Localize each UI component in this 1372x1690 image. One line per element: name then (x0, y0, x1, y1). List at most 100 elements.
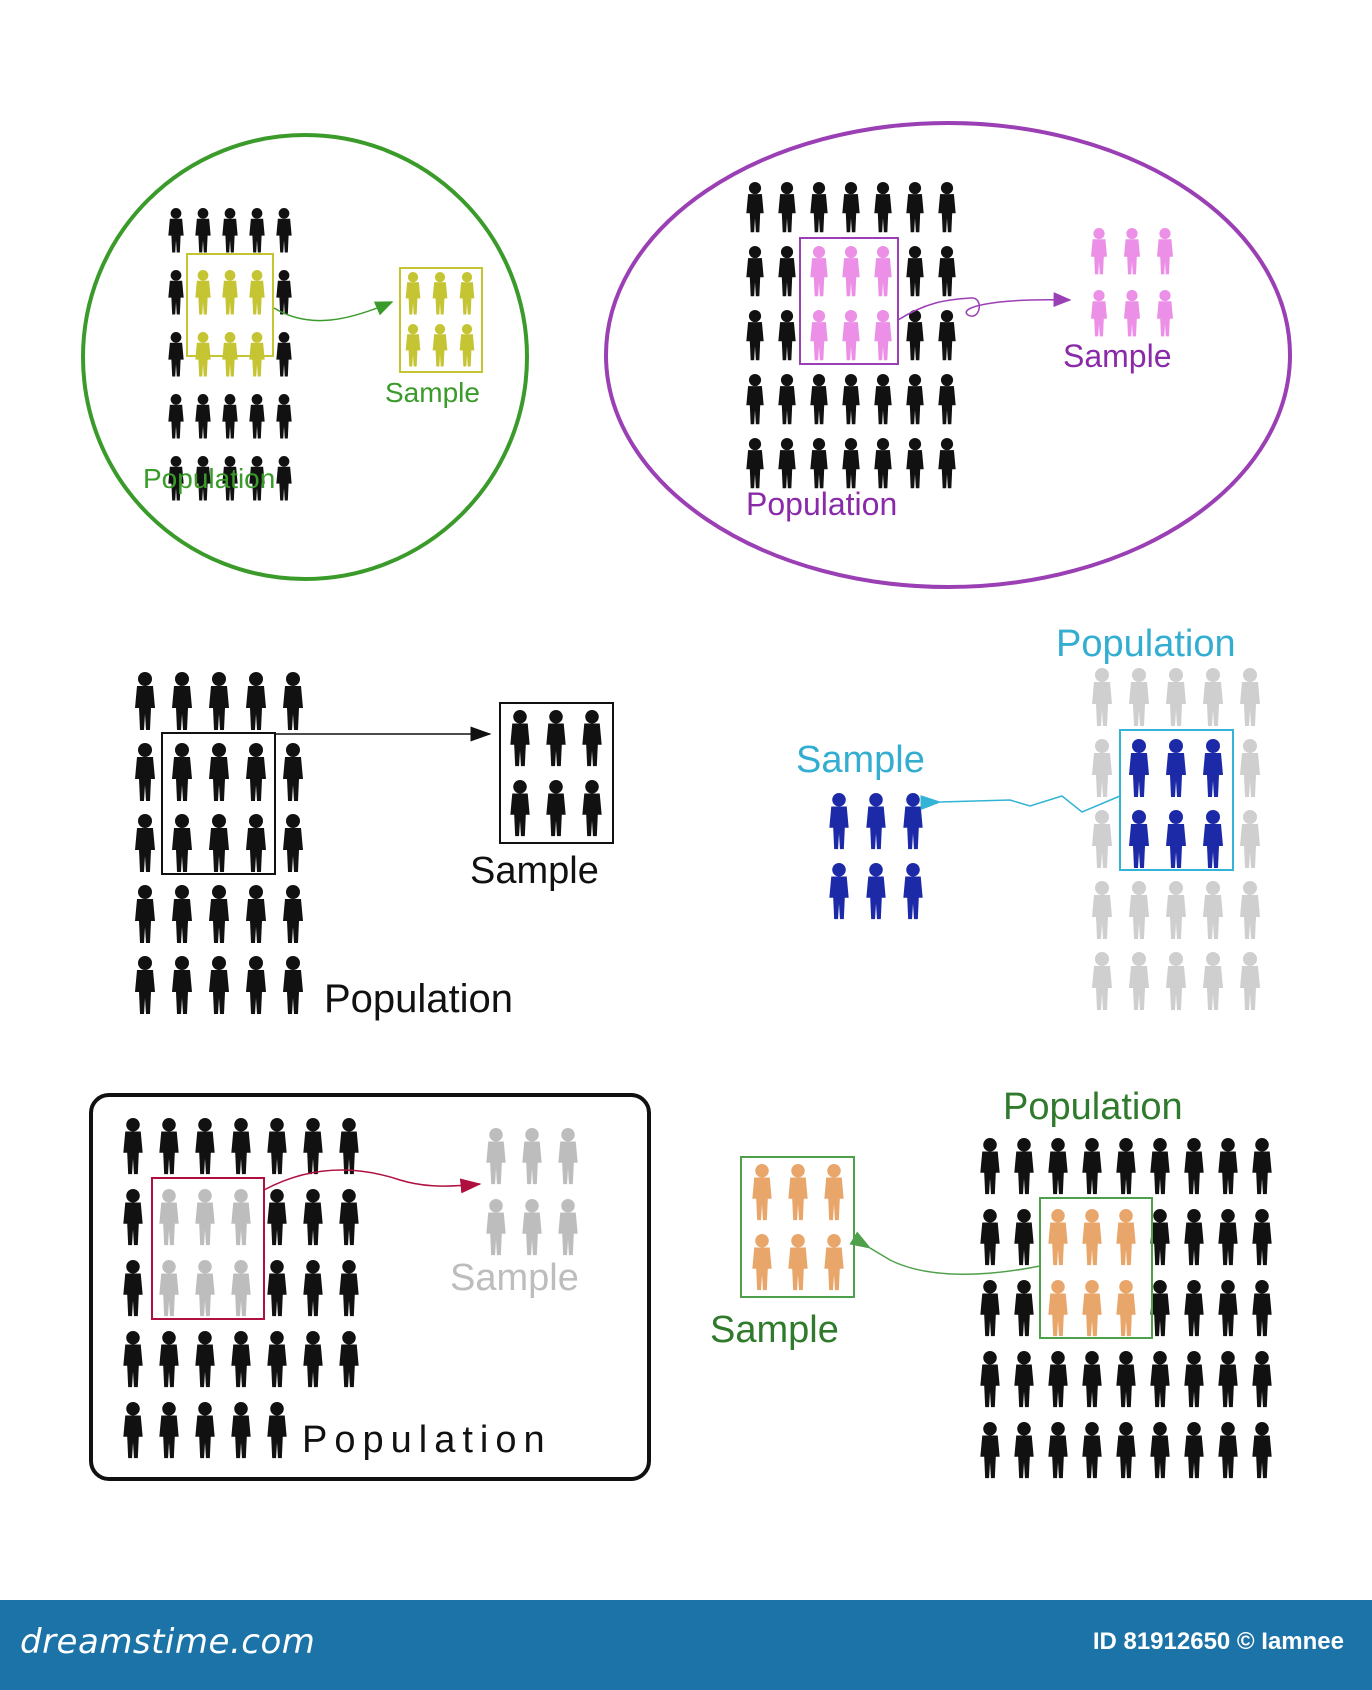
person-icon (906, 182, 924, 233)
person-icon (159, 1331, 179, 1388)
person-icon (522, 1199, 542, 1256)
sample-label: Sample (450, 1257, 579, 1299)
person-icon (1048, 1209, 1068, 1266)
selection-box (799, 237, 899, 365)
person-icon (459, 324, 475, 367)
person-icon (788, 1164, 808, 1221)
person-icon (246, 956, 266, 1014)
sample-label: Sample (385, 377, 480, 408)
person-icon (249, 270, 265, 315)
person-icon (938, 182, 956, 233)
person-icon (746, 310, 764, 361)
person-icon (938, 246, 956, 297)
person-icon (339, 1189, 359, 1246)
population-label: Population (302, 1419, 552, 1461)
person-icon (168, 456, 184, 501)
person-icon (1124, 290, 1140, 337)
population-sample-diagram: Sample Population Sample Population Samp… (81, 121, 1292, 1481)
person-icon (267, 1118, 287, 1175)
person-icon (195, 270, 211, 315)
person-icon (222, 270, 238, 315)
person-icon (168, 394, 184, 439)
sample-box (499, 702, 614, 844)
person-icon (1091, 228, 1107, 275)
person-icon (1203, 739, 1223, 797)
person-icon (195, 394, 211, 439)
person-icon (195, 1189, 215, 1246)
sample-label: Sample (1063, 338, 1172, 374)
person-icon (159, 1260, 179, 1317)
person-icon (778, 438, 796, 489)
person-icon (195, 456, 211, 501)
person-icon (1240, 881, 1260, 939)
person-icon (276, 208, 292, 253)
person-icon (1240, 668, 1260, 726)
footer-brand[interactable]: dreamstime.com (20, 1622, 316, 1662)
person-icon (405, 272, 421, 315)
person-icon (195, 1118, 215, 1175)
people-group (135, 672, 602, 1014)
person-icon (246, 814, 266, 872)
person-icon (1252, 1422, 1272, 1479)
panel-rounded-box: Sample Population (89, 1093, 651, 1481)
population-label: Population (746, 486, 897, 522)
people-group (168, 208, 475, 501)
person-icon (432, 272, 448, 315)
person-icon (1203, 668, 1223, 726)
person-icon (1150, 1351, 1170, 1408)
person-icon (246, 672, 266, 730)
person-icon (1166, 952, 1186, 1010)
person-icon (172, 814, 192, 872)
person-icon (339, 1260, 359, 1317)
person-icon (135, 743, 155, 801)
person-icon (1129, 881, 1149, 939)
person-icon (1082, 1138, 1102, 1195)
person-icon (172, 885, 192, 943)
person-icon (172, 743, 192, 801)
person-icon (874, 374, 892, 425)
person-icon (906, 310, 924, 361)
person-icon (1218, 1351, 1238, 1408)
panel-orange-green: Sample Population (710, 1086, 1272, 1479)
person-icon (1092, 739, 1112, 797)
person-icon (283, 743, 303, 801)
person-icon (810, 182, 828, 233)
person-icon (1166, 810, 1186, 868)
person-icon (209, 956, 229, 1014)
person-icon (980, 1280, 1000, 1337)
person-icon (906, 246, 924, 297)
person-icon (231, 1118, 251, 1175)
person-icon (1184, 1280, 1204, 1337)
person-icon (582, 710, 602, 767)
person-icon (283, 956, 303, 1014)
person-icon (135, 956, 155, 1014)
population-label: Population (1056, 623, 1236, 665)
panel-black-plain: Sample Population (135, 672, 614, 1021)
people-group (123, 1118, 578, 1459)
sample-arrow (273, 301, 394, 322)
person-icon (1150, 1280, 1170, 1337)
person-icon (1240, 810, 1260, 868)
person-icon (778, 310, 796, 361)
person-icon (1166, 739, 1186, 797)
person-icon (276, 456, 292, 501)
person-icon (1092, 952, 1112, 1010)
person-icon (842, 310, 860, 361)
person-icon (778, 246, 796, 297)
population-label: Population (143, 463, 275, 494)
footer-bar: dreamstime.com ID 81912650 © Iamnee (0, 1600, 1372, 1690)
person-icon (246, 885, 266, 943)
person-icon (1129, 952, 1149, 1010)
person-icon (222, 208, 238, 253)
person-icon (510, 780, 530, 837)
person-icon (1082, 1422, 1102, 1479)
person-icon (135, 814, 155, 872)
person-icon (746, 374, 764, 425)
person-icon (195, 1331, 215, 1388)
person-icon (938, 374, 956, 425)
person-icon (980, 1422, 1000, 1479)
person-icon (405, 324, 421, 367)
person-icon (459, 272, 475, 315)
person-icon (159, 1189, 179, 1246)
person-icon (752, 1164, 772, 1221)
